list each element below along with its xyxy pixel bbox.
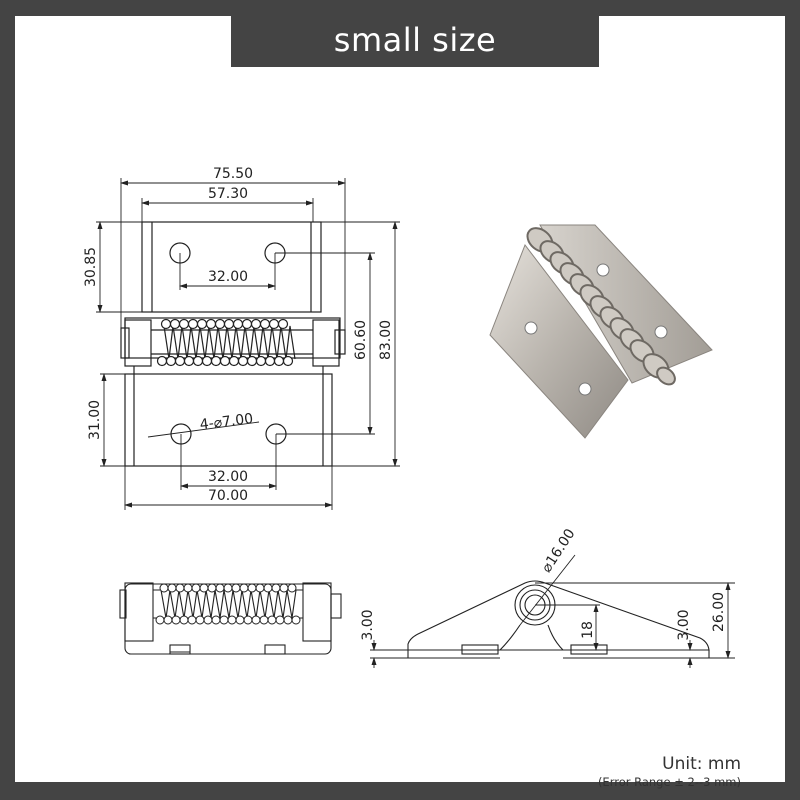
- side-dimension-lines: [370, 554, 735, 668]
- dim-overall-height: 83.00: [378, 320, 394, 360]
- front-dimension-lines: [96, 178, 400, 510]
- product-photo: [489, 224, 713, 439]
- dim-hole-diameter: 4-⌀7.00: [199, 411, 254, 433]
- dim-leaf-width: 70.00: [208, 488, 248, 504]
- unit-label: Unit: mm: [662, 754, 741, 774]
- front-view: [120, 221, 346, 467]
- dim-right-thickness: 3.00: [676, 609, 692, 640]
- side-view: [407, 580, 710, 659]
- drawing-canvas: small size: [15, 16, 785, 789]
- dim-bottom-leaf-height: 31.00: [87, 400, 103, 440]
- unit-note: Unit: mm (Error Range ± 2--3 mm): [598, 754, 741, 790]
- spring-coils: [163, 325, 296, 360]
- dim-overall-width: 75.50: [213, 166, 253, 182]
- title-banner: small size: [231, 16, 599, 67]
- page-title: small size: [333, 21, 497, 59]
- dim-side-overall-height: 26.00: [711, 592, 727, 632]
- dim-inner-width: 57.30: [208, 186, 248, 202]
- technical-drawing: 75.50 57.30 30.85 32.00 60.60 83.00 31.0…: [83, 166, 735, 668]
- dim-top-leaf-height: 30.85: [83, 247, 99, 287]
- error-range-label: (Error Range ± 2--3 mm): [597, 775, 741, 789]
- dim-top-hole-spacing: 32.00: [208, 269, 248, 285]
- dim-hole-center-distance: 60.60: [353, 320, 369, 360]
- dim-barrel-center-height: 18: [580, 621, 596, 639]
- dim-bottom-hole-spacing: 32.00: [208, 469, 248, 485]
- dim-left-thickness: 3.00: [360, 609, 376, 640]
- dim-barrel-diameter: ⌀16.00: [539, 526, 579, 575]
